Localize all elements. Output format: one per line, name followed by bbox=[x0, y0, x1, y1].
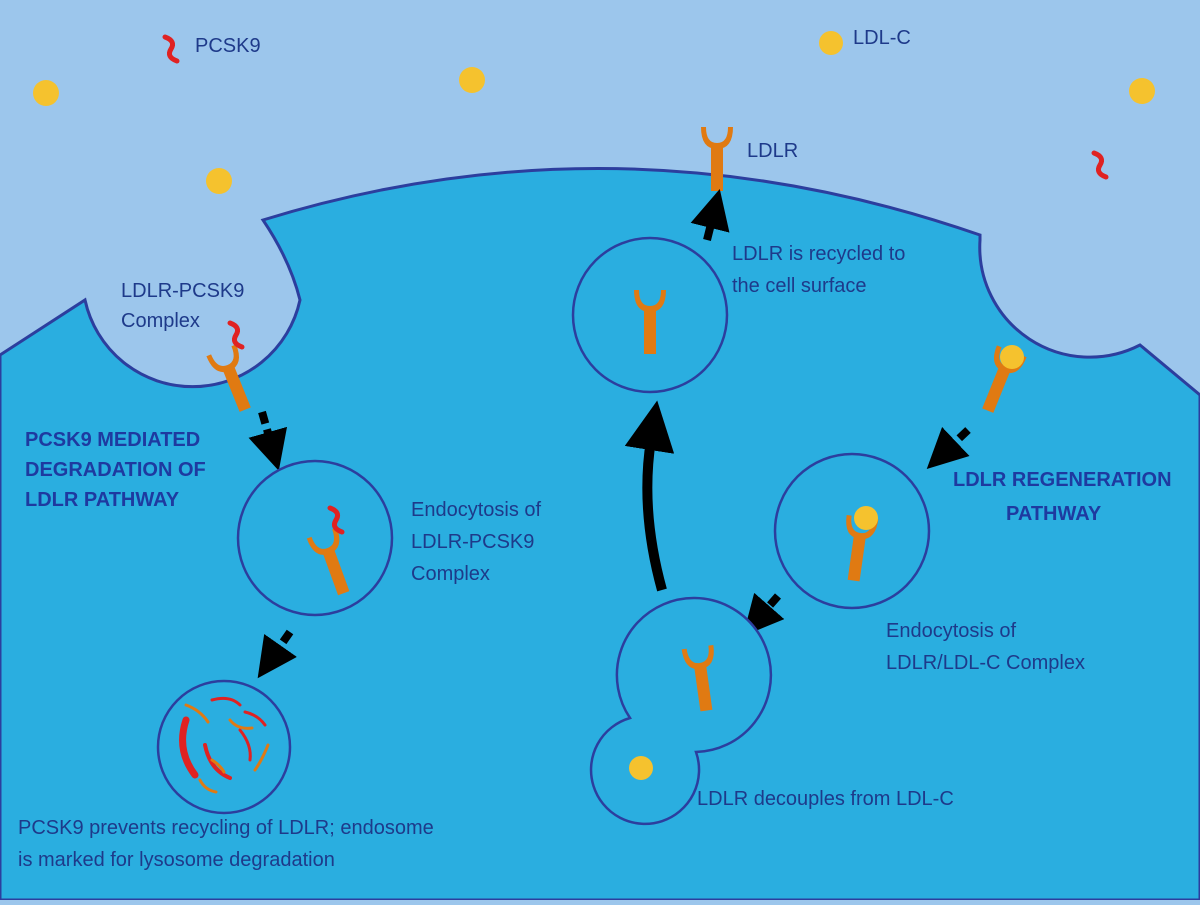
ldl-c-label: LDL-C bbox=[853, 27, 911, 49]
ldlr-label: LDLR bbox=[747, 140, 798, 162]
arrow-to-surface bbox=[690, 188, 730, 241]
svg-text:LDLR PATHWAY: LDLR PATHWAY bbox=[25, 489, 180, 511]
endosome-ldlr-pcsk9 bbox=[236, 459, 394, 617]
arrow-to-decouple bbox=[742, 592, 785, 637]
lysosome bbox=[156, 679, 292, 815]
arrow-to-endocytosis-pcsk9 bbox=[248, 410, 288, 471]
pcsk9-label: PCSK9 bbox=[195, 35, 261, 57]
decoupled-ldl bbox=[629, 756, 653, 780]
arrow-to-lysosome bbox=[257, 629, 297, 679]
degradation-pathway-title: PCSK9 MEDIATED DEGRADATION OF LDLR PATHW… bbox=[25, 429, 206, 511]
endocytosis-pcsk9-label: Endocytosis of LDLR-PCSK9 Complex bbox=[411, 499, 542, 585]
svg-text:Endocytosis of: Endocytosis of bbox=[411, 499, 542, 521]
ldl-c-legend-icon bbox=[819, 31, 843, 55]
svg-text:Endocytosis of: Endocytosis of bbox=[886, 620, 1017, 642]
lysosome-degradation-label: PCSK9 prevents recycling of LDLR; endoso… bbox=[18, 817, 434, 871]
complex-label-line2: Complex bbox=[121, 310, 200, 332]
endosome-ldl bbox=[854, 506, 878, 530]
regeneration-pathway-title: LDLR REGENERATION PATHWAY bbox=[953, 469, 1172, 525]
svg-text:PCSK9 prevents recycling of LD: PCSK9 prevents recycling of LDLR; endoso… bbox=[18, 817, 434, 839]
svg-text:LDLR-PCSK9: LDLR-PCSK9 bbox=[411, 531, 534, 553]
arrow-to-endocytosis-ldlc bbox=[926, 426, 971, 469]
ldl-c-particle bbox=[33, 80, 59, 106]
ldlr-ldlc-surface-ldl bbox=[1000, 345, 1024, 369]
endocytosis-ldlc-label: Endocytosis of LDLR/LDL-C Complex bbox=[886, 620, 1085, 674]
svg-text:LDLR REGENERATION: LDLR REGENERATION bbox=[953, 469, 1172, 491]
svg-text:is marked for lysosome degrada: is marked for lysosome degradation bbox=[18, 849, 335, 871]
recycled-label: LDLR is recycled to the cell surface bbox=[732, 243, 905, 297]
ldl-c-particles bbox=[33, 31, 1155, 194]
decouple-label: LDLR decouples from LDL-C bbox=[697, 788, 954, 810]
arrow-recycle-up bbox=[624, 400, 675, 592]
degraded-fragments bbox=[179, 696, 270, 794]
svg-text:LDLR is recycled to: LDLR is recycled to bbox=[732, 243, 905, 265]
svg-text:PATHWAY: PATHWAY bbox=[1006, 503, 1102, 525]
complex-label-line1: LDLR-PCSK9 bbox=[121, 280, 244, 302]
ldl-c-particle bbox=[206, 168, 232, 194]
svg-text:the cell surface: the cell surface bbox=[732, 275, 867, 297]
svg-text:PCSK9 MEDIATED: PCSK9 MEDIATED bbox=[25, 429, 200, 451]
ldl-c-particle bbox=[1129, 78, 1155, 104]
svg-text:Complex: Complex bbox=[411, 563, 490, 585]
cell-cytoplasm bbox=[0, 167, 1200, 902]
ldl-c-particle bbox=[459, 67, 485, 93]
svg-text:DEGRADATION OF: DEGRADATION OF bbox=[25, 459, 206, 481]
svg-text:LDLR/LDL-C Complex: LDLR/LDL-C Complex bbox=[886, 652, 1085, 674]
